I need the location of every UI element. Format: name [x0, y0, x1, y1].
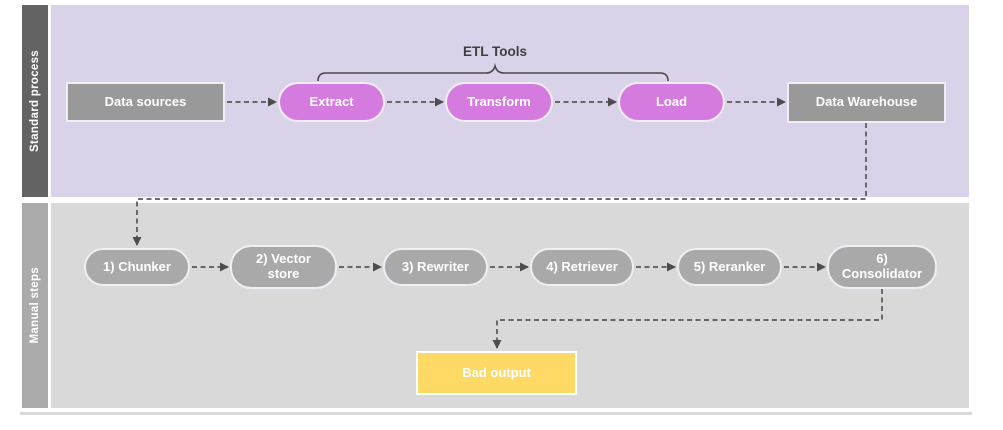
node-extract: Extract [278, 82, 385, 122]
node-vector-store: 2) Vector store [230, 245, 337, 289]
lane-label-manual-steps: Manual steps [29, 267, 41, 344]
lane-label-standard-process: Standard process [29, 50, 41, 152]
lane-tab-manual-steps: Manual steps [22, 203, 48, 408]
node-load: Load [618, 82, 725, 122]
node-consolidator: 6) Consolidator [827, 245, 937, 289]
node-reranker: 5) Reranker [677, 248, 782, 286]
node-bad-output: Bad output [416, 351, 577, 395]
node-data-warehouse: Data Warehouse [787, 82, 946, 123]
node-data-sources: Data sources [66, 82, 225, 122]
node-retriever: 4) Retriever [530, 248, 634, 286]
page-divider [20, 412, 972, 415]
etl-tools-label: ETL Tools [463, 44, 527, 59]
node-transform: Transform [445, 82, 553, 122]
node-rewriter: 3) Rewriter [383, 248, 488, 286]
lane-tab-standard-process: Standard process [22, 5, 48, 197]
node-chunker: 1) Chunker [84, 248, 190, 286]
